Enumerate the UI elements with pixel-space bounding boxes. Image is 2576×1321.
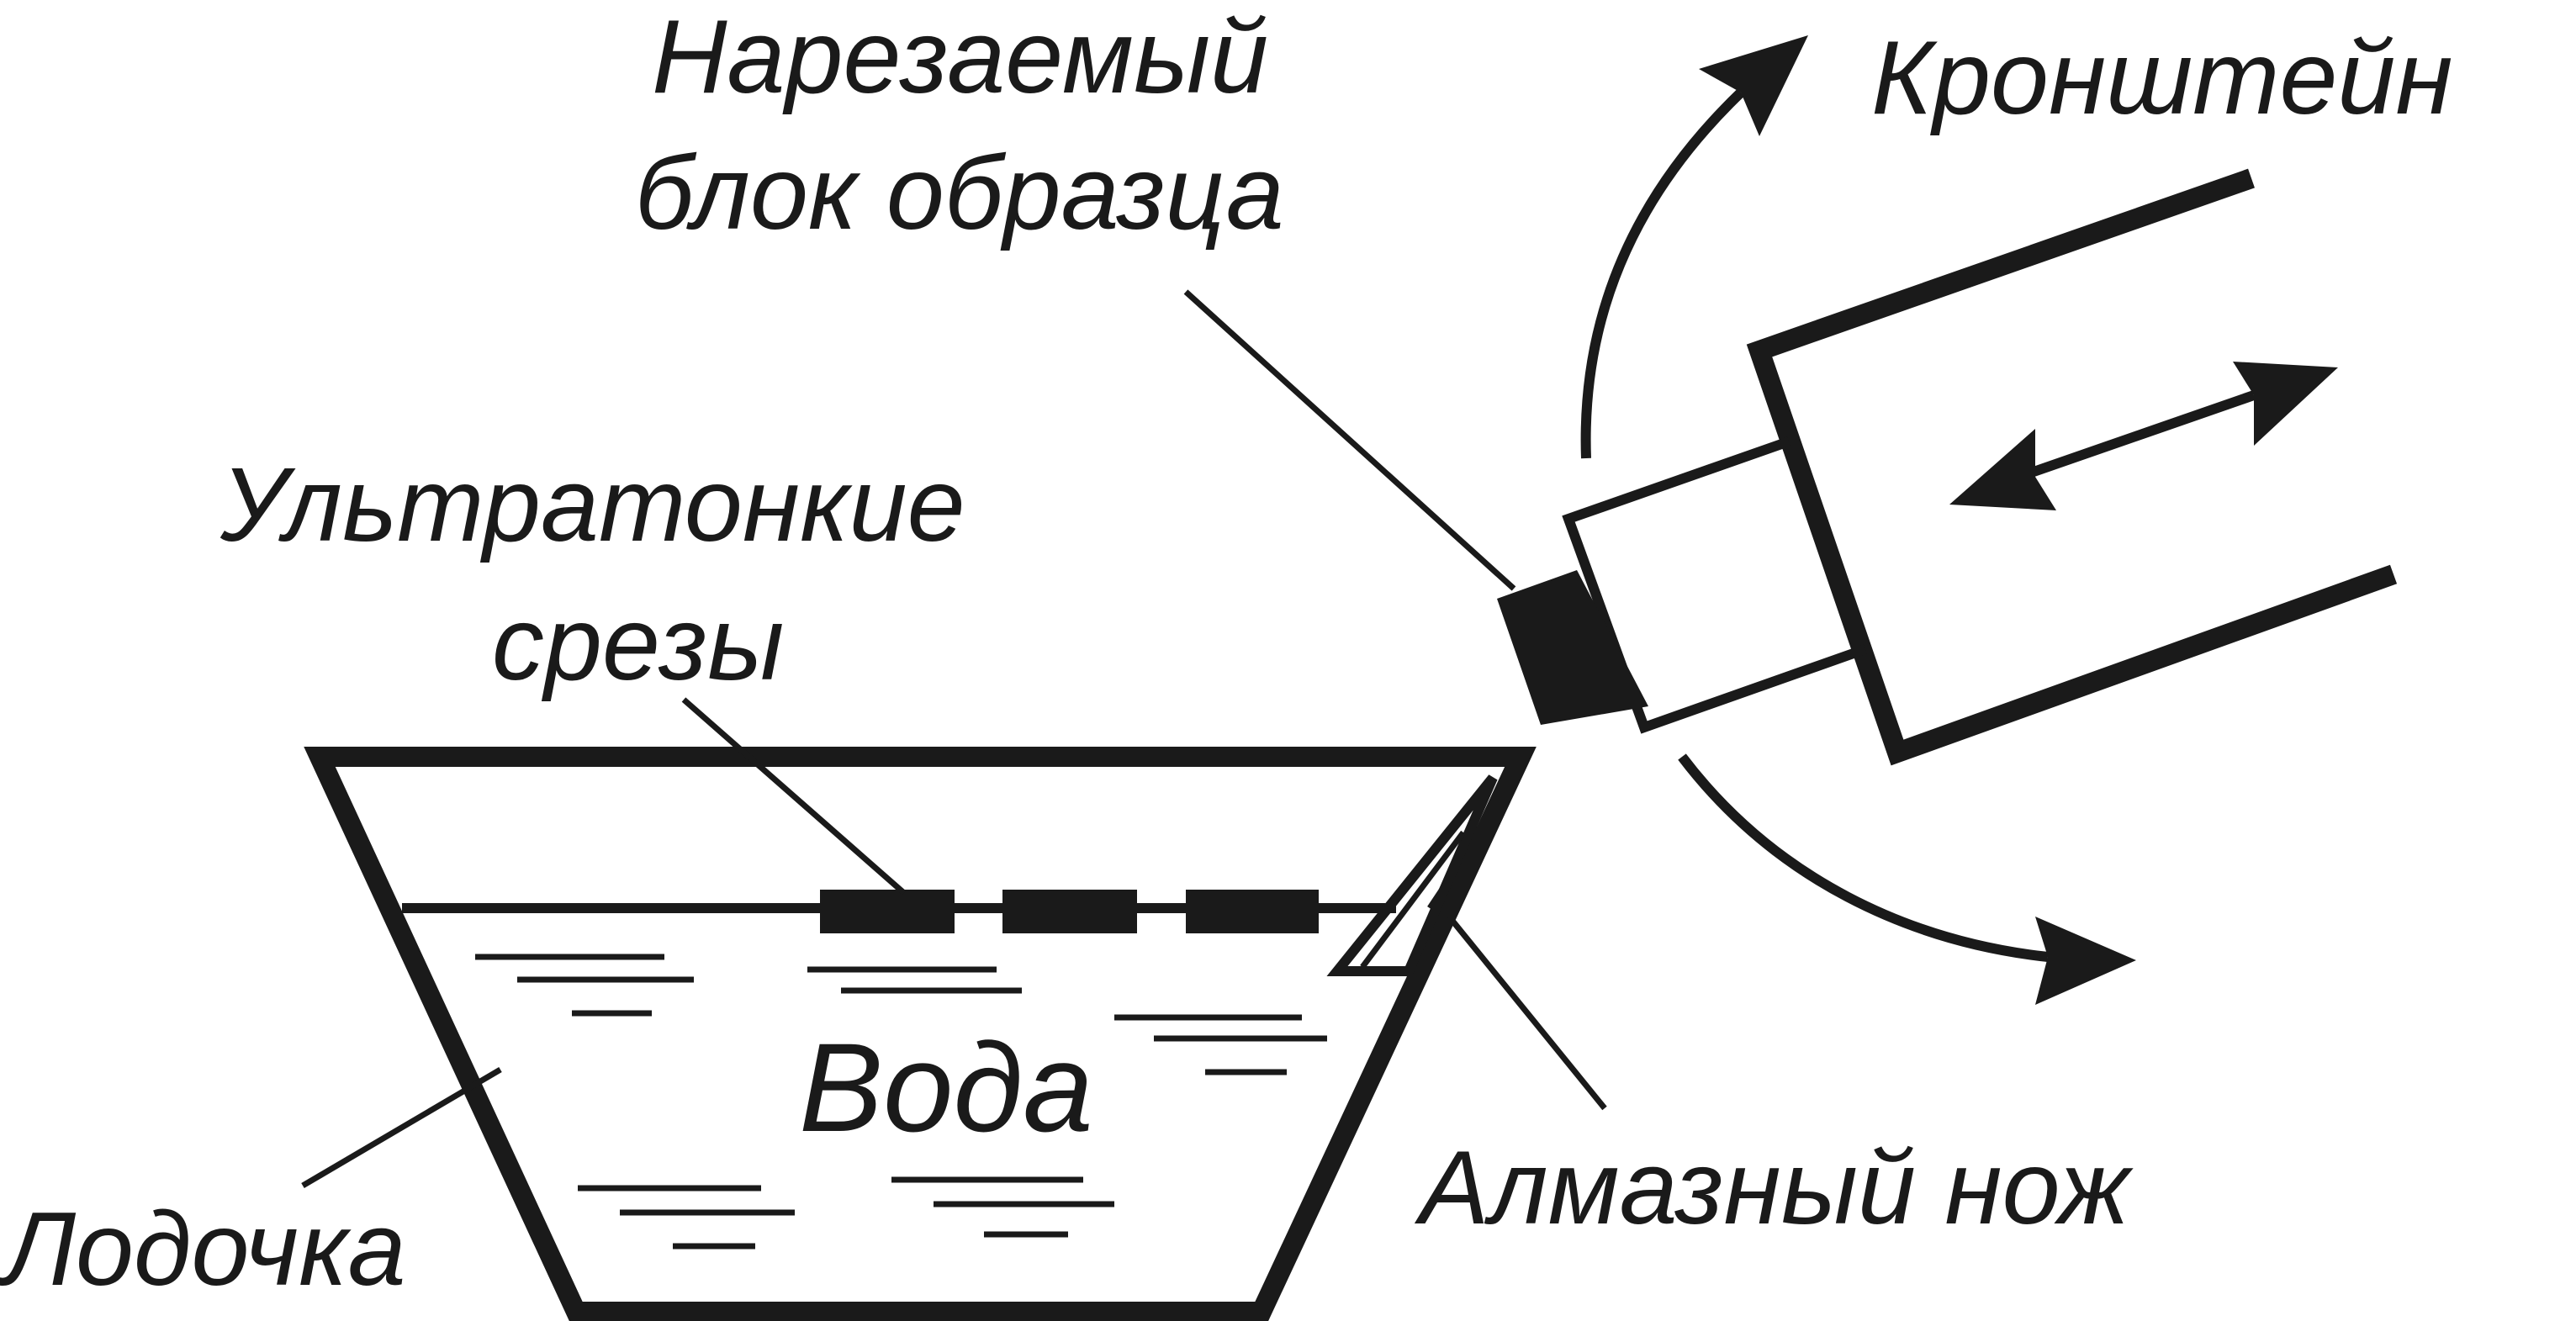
advance-double-arrow — [1949, 362, 2338, 510]
leader-lines — [301, 289, 1607, 1189]
label-boat: Лодочка — [0, 1192, 406, 1308]
section-slice-1 — [820, 890, 955, 933]
section-slice-2 — [1002, 890, 1137, 933]
water-hatching — [475, 954, 1327, 1250]
boat-outline — [304, 747, 1537, 1321]
bracket-frame — [1746, 168, 2398, 766]
leader-sample-block — [1183, 289, 1516, 591]
label-sample-block-line2: блок образца — [635, 135, 1284, 251]
leader-sections — [681, 697, 907, 896]
upward-arc-arrow — [1580, 88, 1745, 459]
arrowhead-left — [1949, 429, 2056, 510]
ultrathin-sections — [820, 890, 1319, 933]
arm-body — [1562, 436, 1868, 734]
downward-arc-arrow — [1678, 753, 2049, 962]
leader-boat — [301, 1066, 502, 1189]
label-bracket: Кронштейн — [1871, 20, 2453, 136]
label-sample-block-line1: Нарезаемый — [652, 0, 1268, 115]
label-sections-line2: срезы — [492, 586, 784, 702]
section-slice-3 — [1186, 890, 1319, 933]
label-water: Вода — [799, 1017, 1093, 1158]
sample-block — [1497, 570, 1648, 725]
specimen-arm — [1497, 168, 2398, 766]
motion-arrows — [1580, 35, 2136, 1005]
diamond-knife — [1326, 774, 1498, 976]
label-sections-line1: Ультратонкие — [220, 447, 965, 563]
leader-diamond-knife — [1447, 914, 1607, 1111]
arrowhead-right — [2233, 362, 2338, 446]
label-diamond-knife: Алмазный нож — [1414, 1130, 2134, 1246]
downward-arrowhead — [2035, 917, 2136, 1005]
knife-edge — [1326, 774, 1498, 976]
upward-arrowhead — [1699, 35, 1808, 136]
boat — [304, 747, 1537, 1321]
